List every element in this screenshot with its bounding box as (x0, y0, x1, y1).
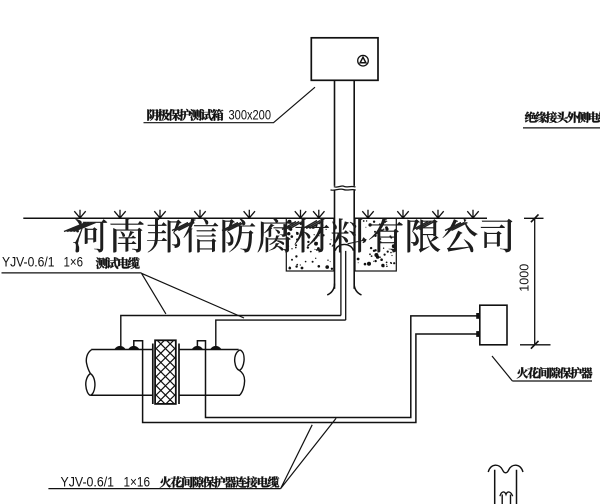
svg-text:1000: 1000 (516, 264, 531, 292)
svg-text:YJV-0.6/1: YJV-0.6/1 (61, 474, 115, 490)
svg-text:300x200: 300x200 (229, 108, 272, 124)
svg-text:1×16: 1×16 (124, 474, 151, 490)
svg-text:1×6: 1×6 (64, 254, 84, 270)
svg-text:YJV-0.6/1: YJV-0.6/1 (2, 254, 55, 270)
